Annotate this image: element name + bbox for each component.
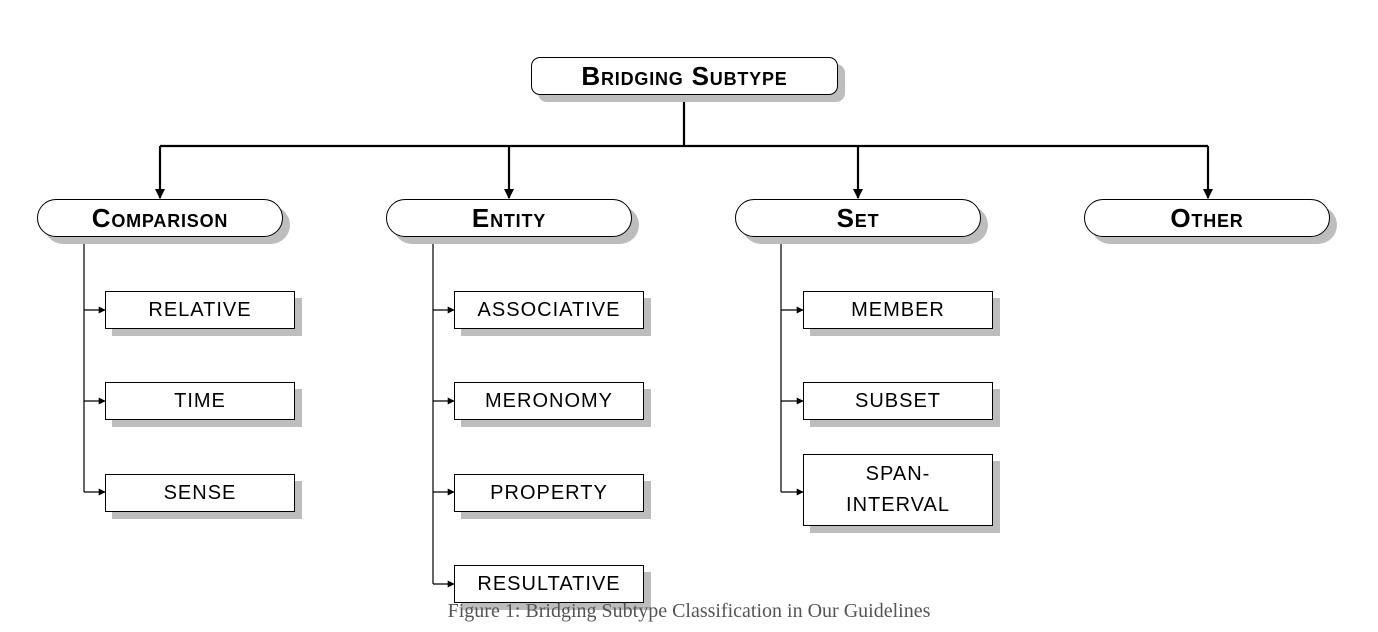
- category-node-other: Other: [1084, 199, 1330, 237]
- subtype-relative: RELATIVE: [105, 291, 295, 329]
- subtype-resultative: RESULTATIVE: [454, 565, 644, 603]
- category-node-entity: Entity: [386, 199, 632, 237]
- root-node-bridging-subtype: Bridging Subtype: [531, 57, 838, 95]
- subtype-sense: SENSE: [105, 474, 295, 512]
- subtype-associative: ASSOCIATIVE: [454, 291, 644, 329]
- subtype-span-interval: SPAN- INTERVAL: [803, 454, 993, 526]
- category-node-set: Set: [735, 199, 981, 237]
- figure-caption: Figure 1: Bridging Subtype Classificatio…: [447, 600, 931, 622]
- category-node-comparison: Comparison: [37, 199, 283, 237]
- subtype-meronomy: MERONOMY: [454, 382, 644, 420]
- subtype-subset: SUBSET: [803, 382, 993, 420]
- subtype-time: TIME: [105, 382, 295, 420]
- subtype-member: MEMBER: [803, 291, 993, 329]
- subtype-property: PROPERTY: [454, 474, 644, 512]
